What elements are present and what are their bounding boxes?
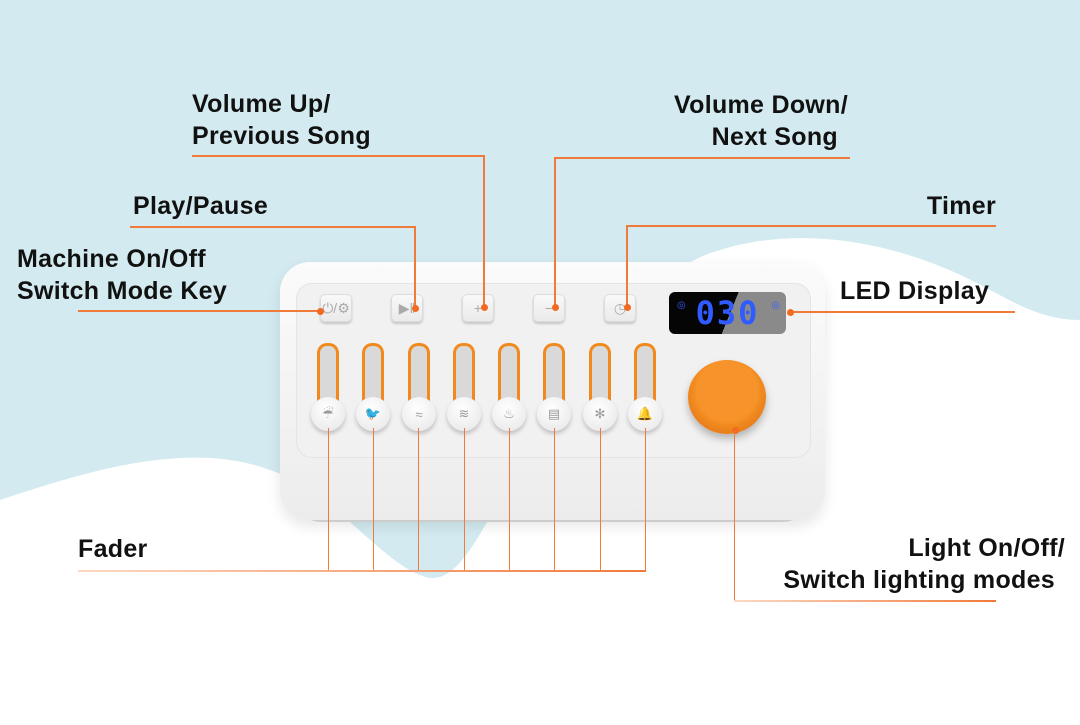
callout-line [626,225,996,227]
callout-line [645,428,646,570]
callout-dot [624,304,631,311]
callout-line [483,155,485,307]
callout-dot [481,304,488,311]
callout-line [130,226,415,228]
label-led-display: LED Display [840,277,990,305]
clock-icon: ◷ [613,299,627,316]
led-display: ◎ 030 ◎ [669,292,786,334]
fader-knob-bell[interactable]: 🔔 [628,397,662,431]
callout-line [192,155,484,157]
fan-icon: ▤ [547,406,561,421]
fader-knob-fan[interactable]: ▤ [537,397,571,431]
callout-line [78,310,320,312]
callout-line [464,428,465,570]
timer-button[interactable]: ◷ [604,294,636,322]
callout-line [600,428,601,570]
minus-icon: − [544,300,554,316]
led-indicator-icon: ◎ [677,300,686,311]
label-volume-up: Volume Up/Previous Song [192,90,371,150]
callout-line [554,157,556,307]
callout-line [509,428,510,570]
fader-knob-fire[interactable]: ♨ [492,397,526,431]
stream-icon: ≈ [415,406,423,422]
led-value: 030 [695,294,760,332]
callout-line [328,428,329,570]
light-knob[interactable] [688,360,766,434]
waves-icon: ≋ [458,406,470,421]
volume-up-button[interactable]: + [462,294,494,322]
fader-knob-rain[interactable]: ☔ [311,397,345,431]
fire-icon: ♨ [503,406,515,421]
callout-line [78,570,646,572]
callout-dot [732,427,739,434]
rain-cloud-icon: ☔ [322,406,334,421]
callout-line [734,600,996,602]
callout-dot [552,304,559,311]
fader-knob-bird[interactable]: 🐦 [356,397,390,431]
fader-knob-waves[interactable]: ≋ [447,397,481,431]
label-timer: Timer [926,192,996,220]
callout-line [626,225,628,307]
bird-icon: 🐦 [364,406,382,421]
callout-dot [787,309,794,316]
led-degree-icon: ◎ [771,300,780,311]
callout-line [554,428,555,570]
callout-line [414,226,416,308]
fader-knob-stream[interactable]: ≈ [402,397,436,431]
callout-line [790,311,1015,313]
label-fader: Fader [78,535,148,563]
power-gear-icon: ⏻/⚙ [322,299,350,316]
plus-icon: + [473,300,483,316]
cricket-icon: ✻ [594,406,606,421]
bell-icon: 🔔 [636,406,654,421]
callout-line [734,430,735,600]
callout-dot [412,305,419,312]
fader-knob-cricket[interactable]: ✻ [583,397,617,431]
label-light: Light On/Off/Switch lighting modes [783,534,1065,594]
callout-line [418,428,419,570]
volume-down-button[interactable]: − [533,294,565,322]
callout-line [554,157,850,159]
callout-line [373,428,374,570]
label-volume-down: Volume Down/Next Song [674,91,848,151]
power-mode-button[interactable]: ⏻/⚙ [320,294,352,322]
label-play-pause: Play/Pause [133,192,269,220]
callout-dot [317,308,324,315]
play-pause-icon: ▶‖ [398,299,416,316]
